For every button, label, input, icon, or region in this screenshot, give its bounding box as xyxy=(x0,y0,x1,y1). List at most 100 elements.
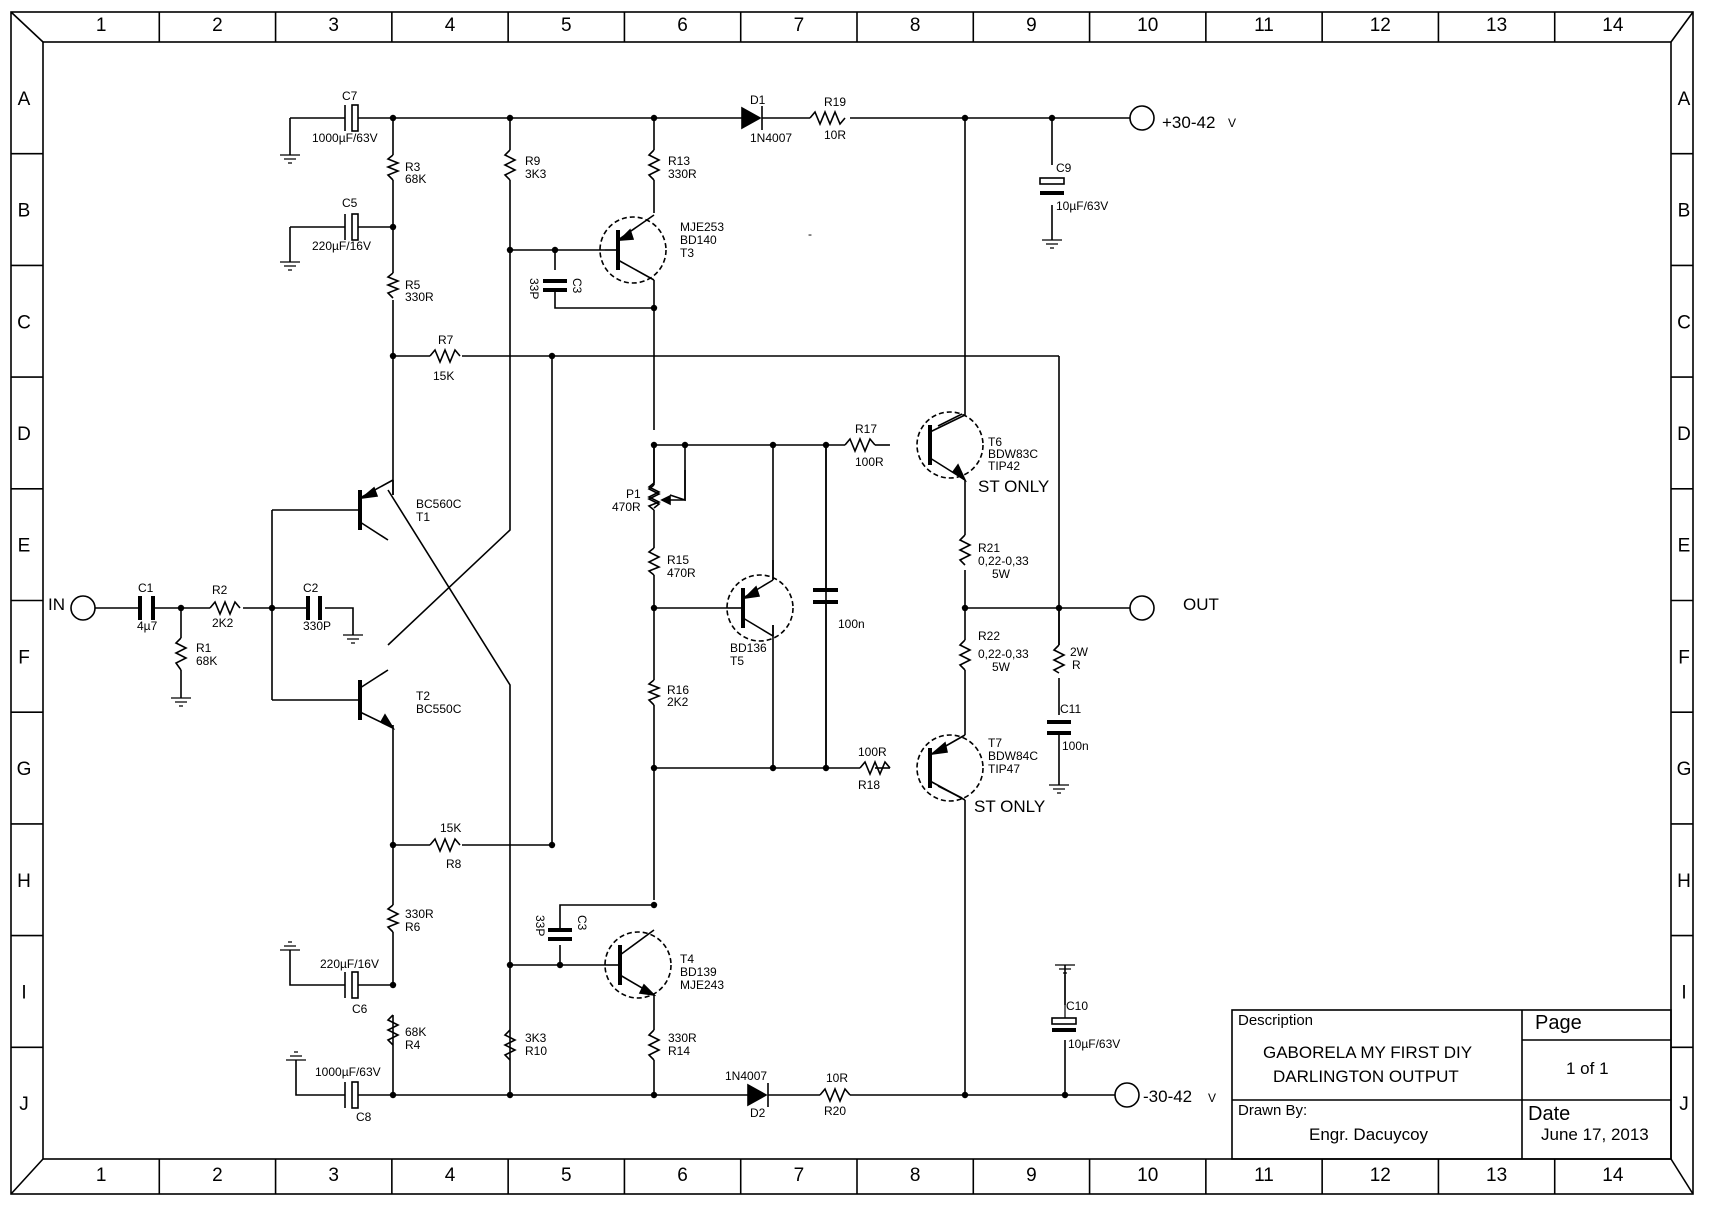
r8-ref: R8 xyxy=(446,857,462,871)
junction-dot xyxy=(389,981,397,989)
t1-ref: T1 xyxy=(416,510,430,524)
frame-column-label: 3 xyxy=(328,1165,339,1186)
frame-column-label: 5 xyxy=(561,1165,572,1186)
r5-ref: R5 xyxy=(405,278,421,292)
t7-ref: T7 xyxy=(988,736,1002,750)
r18-ref: R18 xyxy=(858,778,880,792)
frame-row-label: B xyxy=(18,201,31,222)
t6-part2: TIP42 xyxy=(988,459,1020,473)
t6-part1: BDW83C xyxy=(988,447,1038,461)
junction-dot xyxy=(389,223,397,231)
description-label: Description xyxy=(1238,1012,1313,1029)
p1-value: 470R xyxy=(612,500,641,514)
frame-row-label: F xyxy=(18,647,30,668)
frame-row-label: J xyxy=(1679,1094,1689,1115)
rz-value: 2W xyxy=(1070,645,1089,659)
frame-row-label: H xyxy=(17,871,31,892)
frame-row-label: E xyxy=(18,536,31,557)
negative-supply-unit: V xyxy=(1208,1091,1216,1105)
junction-dot xyxy=(650,304,658,312)
c11-value: 100n xyxy=(1062,739,1089,753)
page-value: 1 of 1 xyxy=(1566,1059,1609,1078)
r6-value: 330R xyxy=(405,907,434,921)
r20-ref: R20 xyxy=(824,1104,846,1118)
junction-dot xyxy=(961,604,969,612)
frame-row-label: I xyxy=(1681,982,1686,1003)
junction-dot xyxy=(551,246,559,254)
t3-ref: T3 xyxy=(680,246,694,260)
t3-part2: BD140 xyxy=(680,233,717,247)
r16-ref: R16 xyxy=(667,683,689,697)
junction-dot xyxy=(1055,604,1063,612)
junction-dot xyxy=(961,1091,969,1099)
c6-value: 220µF/16V xyxy=(320,957,379,971)
junction-dot xyxy=(389,1091,397,1099)
frame-column-label: 8 xyxy=(910,15,921,36)
junction-dot xyxy=(650,604,658,612)
r7-ref: R7 xyxy=(438,333,454,347)
c3-top-value: 33P xyxy=(527,278,541,299)
rz-ref: R xyxy=(1072,658,1081,672)
junction-dot xyxy=(506,1091,514,1099)
drawing-frame xyxy=(10,11,1694,1195)
junction-dot xyxy=(177,604,185,612)
junction-dot xyxy=(822,764,830,772)
frame-column-label: 14 xyxy=(1602,15,1624,36)
frame-column-label: 1 xyxy=(96,15,107,36)
frame-column-label: 5 xyxy=(561,15,572,36)
r13-value: 330R xyxy=(668,167,697,181)
frame-column-label: 2 xyxy=(212,1165,223,1186)
c9-ref: C9 xyxy=(1056,161,1072,175)
c7-value: 1000µF/63V xyxy=(312,131,378,145)
r13-ref: R13 xyxy=(668,154,690,168)
junction-dot xyxy=(389,352,397,360)
r7-value: 15K xyxy=(433,369,454,383)
junction-dot xyxy=(822,441,830,449)
t7-note: ST ONLY xyxy=(974,797,1045,816)
frame-column-label: 9 xyxy=(1026,15,1037,36)
r15-value: 470R xyxy=(667,566,696,580)
frame-column-label: 7 xyxy=(794,1165,805,1186)
positive-supply-label: +30-42 xyxy=(1162,113,1215,132)
frame-column-label: 4 xyxy=(445,1165,456,1186)
frame-column-label: 6 xyxy=(677,15,688,36)
junction-dot xyxy=(1061,1091,1069,1099)
frame-row-label: A xyxy=(1678,89,1691,110)
junction-dot xyxy=(769,764,777,772)
frame-column-label: 1 xyxy=(96,1165,107,1186)
t4-part2: MJE243 xyxy=(680,978,724,992)
d1-value: 1N4007 xyxy=(750,131,792,145)
r1-ref: R1 xyxy=(196,641,212,655)
junction-dot xyxy=(506,246,514,254)
junction-dot xyxy=(650,1091,658,1099)
r10-ref: R10 xyxy=(525,1044,547,1058)
t4-part1: BD139 xyxy=(680,965,717,979)
r19-ref: R19 xyxy=(824,95,846,109)
t3-part1: MJE253 xyxy=(680,220,724,234)
frame-row-label: B xyxy=(1678,201,1691,222)
r16-value: 2K2 xyxy=(667,695,689,709)
frame-row-label: C xyxy=(17,312,31,333)
r22-ref: R22 xyxy=(978,629,1000,643)
frame-row-label: G xyxy=(1677,759,1692,780)
r14-ref: R14 xyxy=(668,1044,690,1058)
transistors xyxy=(358,214,984,999)
stray-mark: - xyxy=(808,227,812,241)
junction-dot xyxy=(650,901,658,909)
c2-ref: C2 xyxy=(303,581,319,595)
frame-column-label: 13 xyxy=(1486,1165,1507,1186)
r18-value: 100R xyxy=(858,745,887,759)
c10-value: 10µF/63V xyxy=(1068,1037,1120,1051)
r2-ref: R2 xyxy=(212,583,228,597)
t4-ref: T4 xyxy=(680,952,694,966)
junction-dot xyxy=(681,441,689,449)
junction-dot xyxy=(506,114,514,122)
junction-dot xyxy=(1048,114,1056,122)
frame-row-label: E xyxy=(1678,536,1691,557)
drawn-by-label: Drawn By: xyxy=(1238,1102,1307,1119)
r1-value: 68K xyxy=(196,654,217,668)
frame-row-label: A xyxy=(18,89,31,110)
title-block: Description GABORELA MY FIRST DIY DARLIN… xyxy=(1231,1009,1672,1160)
